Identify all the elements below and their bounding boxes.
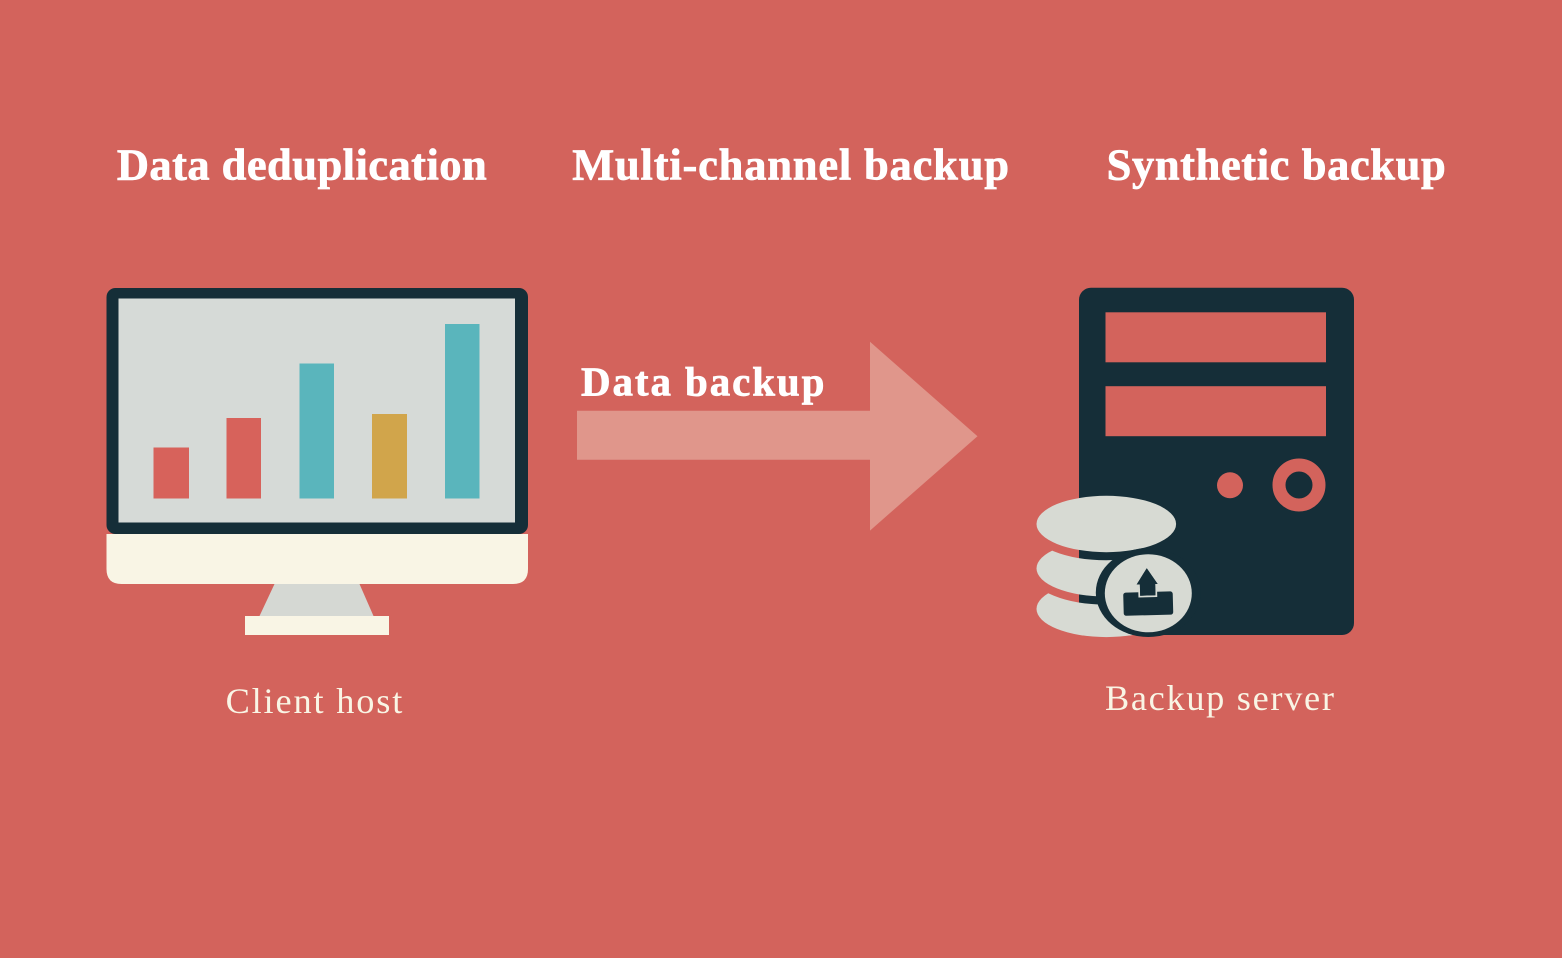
svg-text:Backup server: Backup server: [1105, 678, 1336, 718]
svg-text:Client host: Client host: [226, 681, 405, 721]
svg-text:Data deduplication: Data deduplication: [117, 140, 487, 190]
svg-text:Synthetic backup: Synthetic backup: [1107, 139, 1447, 189]
svg-text:Data backup: Data backup: [581, 359, 826, 405]
svg-text:Multi-channel backup: Multi-channel backup: [572, 140, 1010, 190]
